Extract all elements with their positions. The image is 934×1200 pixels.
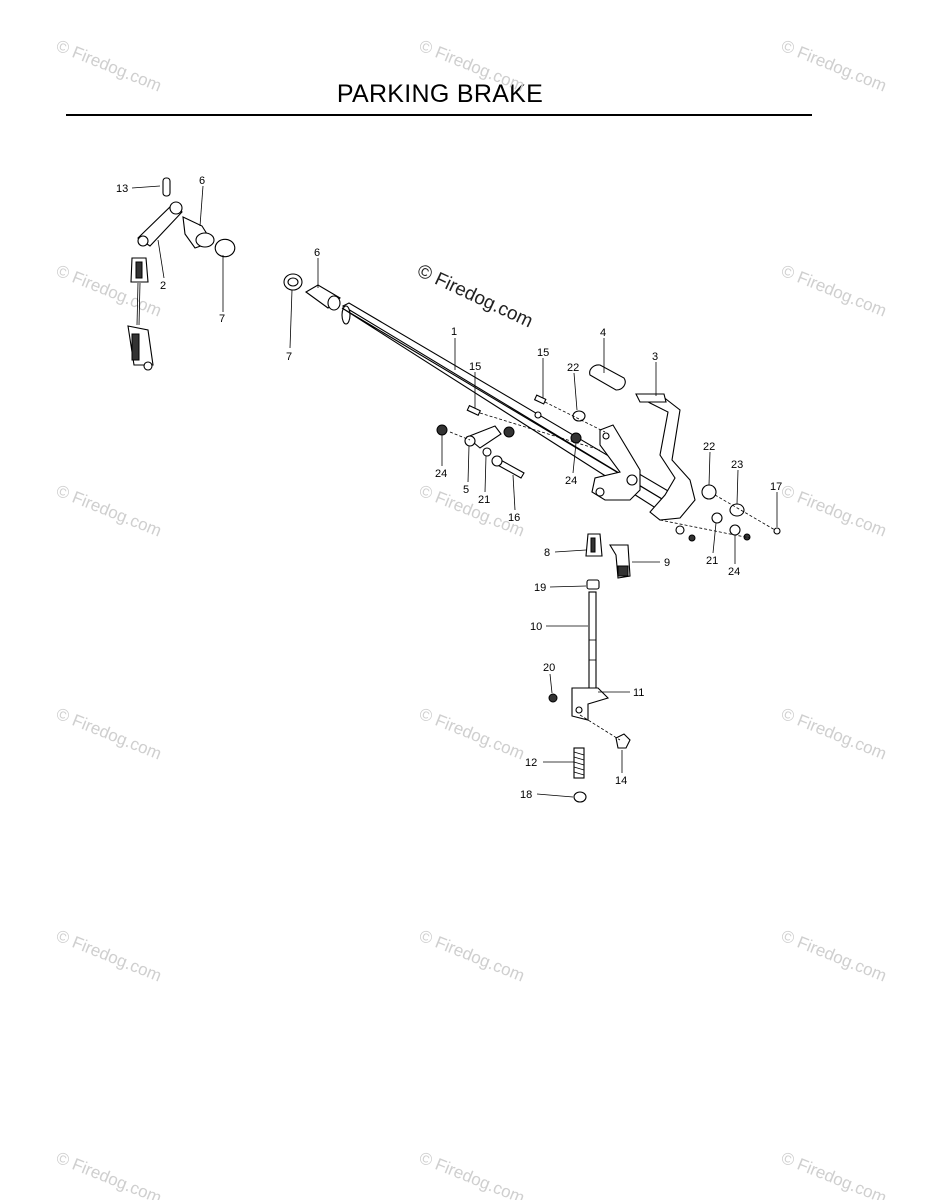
callout-7: 7 bbox=[286, 351, 292, 363]
washer-22b bbox=[701, 484, 717, 500]
washer-24c bbox=[729, 524, 741, 536]
washer-23 bbox=[729, 503, 745, 517]
watermark: © Firedog.com bbox=[54, 926, 165, 985]
arm-2-hole bbox=[137, 235, 149, 247]
leader-lines bbox=[131, 185, 778, 798]
watermark: © Firedog.com bbox=[779, 926, 890, 985]
page-title: PARKING BRAKE bbox=[336, 80, 544, 108]
callout-13: 13 bbox=[116, 183, 128, 195]
callout-5: 5 bbox=[463, 484, 469, 496]
washer-21a bbox=[482, 447, 492, 457]
callout-4: 4 bbox=[600, 327, 606, 339]
callout-22: 22 bbox=[567, 362, 579, 374]
lower-rod-assembly bbox=[548, 533, 631, 803]
washer-21b bbox=[711, 512, 723, 524]
callout-7: 7 bbox=[219, 313, 225, 325]
callout-21: 21 bbox=[706, 555, 718, 567]
spring-12 bbox=[573, 747, 585, 779]
watermark: © Firedog.com bbox=[779, 704, 890, 763]
washer-22a bbox=[572, 410, 586, 422]
watermark: © Firedog.com bbox=[779, 36, 890, 95]
watermark: © Firedog.com bbox=[417, 704, 528, 763]
watermark: © Firedog.com bbox=[54, 261, 165, 320]
callout-16: 16 bbox=[508, 512, 520, 524]
watermark: © Firedog.com bbox=[417, 926, 528, 985]
bolt-15a bbox=[466, 404, 482, 416]
callout-17: 17 bbox=[770, 481, 782, 493]
callout-23: 23 bbox=[731, 459, 743, 471]
upper-left-linkage bbox=[127, 177, 236, 371]
callout-15: 15 bbox=[537, 347, 549, 359]
watermark: © Firedog.com bbox=[417, 36, 528, 95]
bracket-11 bbox=[571, 687, 610, 721]
callout-6: 6 bbox=[314, 247, 320, 259]
callout-11: 11 bbox=[633, 687, 644, 699]
callout-9: 9 bbox=[664, 557, 670, 569]
nut-18 bbox=[573, 791, 587, 803]
nut-24a bbox=[436, 424, 448, 436]
callout-24: 24 bbox=[728, 566, 740, 578]
watermark: © Firedog.com bbox=[779, 1148, 890, 1200]
grip-4 bbox=[589, 364, 626, 391]
nut-20 bbox=[548, 693, 558, 703]
watermark-main: © Firedog.com bbox=[414, 260, 536, 332]
callout-18: 18 bbox=[520, 789, 532, 801]
callout-3: 3 bbox=[652, 351, 658, 363]
callout-labels: 13 6 2 7 6 7 1 15 15 4 3 22 24 5 21 16 2… bbox=[116, 175, 782, 801]
callout-22: 22 bbox=[703, 441, 715, 453]
callout-2: 2 bbox=[160, 280, 166, 292]
arm-5 bbox=[465, 425, 502, 449]
callout-15: 15 bbox=[469, 361, 481, 373]
callout-8: 8 bbox=[544, 547, 550, 559]
watermark: © Firedog.com bbox=[54, 704, 165, 763]
watermark: © Firedog.com bbox=[54, 1148, 165, 1200]
watermark: © Firedog.com bbox=[417, 481, 528, 540]
watermark: © Firedog.com bbox=[54, 481, 165, 540]
callout-12: 12 bbox=[525, 757, 537, 769]
watermark: © Firedog.com bbox=[779, 261, 890, 320]
callout-20: 20 bbox=[543, 662, 555, 674]
callout-10: 10 bbox=[530, 621, 542, 633]
callout-14: 14 bbox=[615, 775, 627, 787]
cap-7a bbox=[214, 238, 236, 258]
nut-17 bbox=[773, 527, 781, 535]
callout-24: 24 bbox=[435, 468, 447, 480]
callout-21: 21 bbox=[478, 494, 490, 506]
callout-6: 6 bbox=[199, 175, 205, 187]
rod-10 bbox=[588, 591, 597, 693]
watermark: © Firedog.com bbox=[54, 36, 165, 95]
callout-1: 1 bbox=[451, 326, 457, 338]
watermark: © Firedog.com bbox=[417, 1148, 528, 1200]
pin-13 bbox=[162, 177, 171, 197]
title-rule bbox=[66, 114, 812, 116]
watermark: © Firedog.com bbox=[779, 481, 890, 540]
nut-19 bbox=[586, 579, 600, 590]
bolt-15b bbox=[533, 394, 547, 405]
nut-14 bbox=[615, 733, 631, 749]
callout-24: 24 bbox=[565, 475, 577, 487]
callout-19: 19 bbox=[534, 582, 546, 594]
cable bbox=[136, 282, 139, 326]
